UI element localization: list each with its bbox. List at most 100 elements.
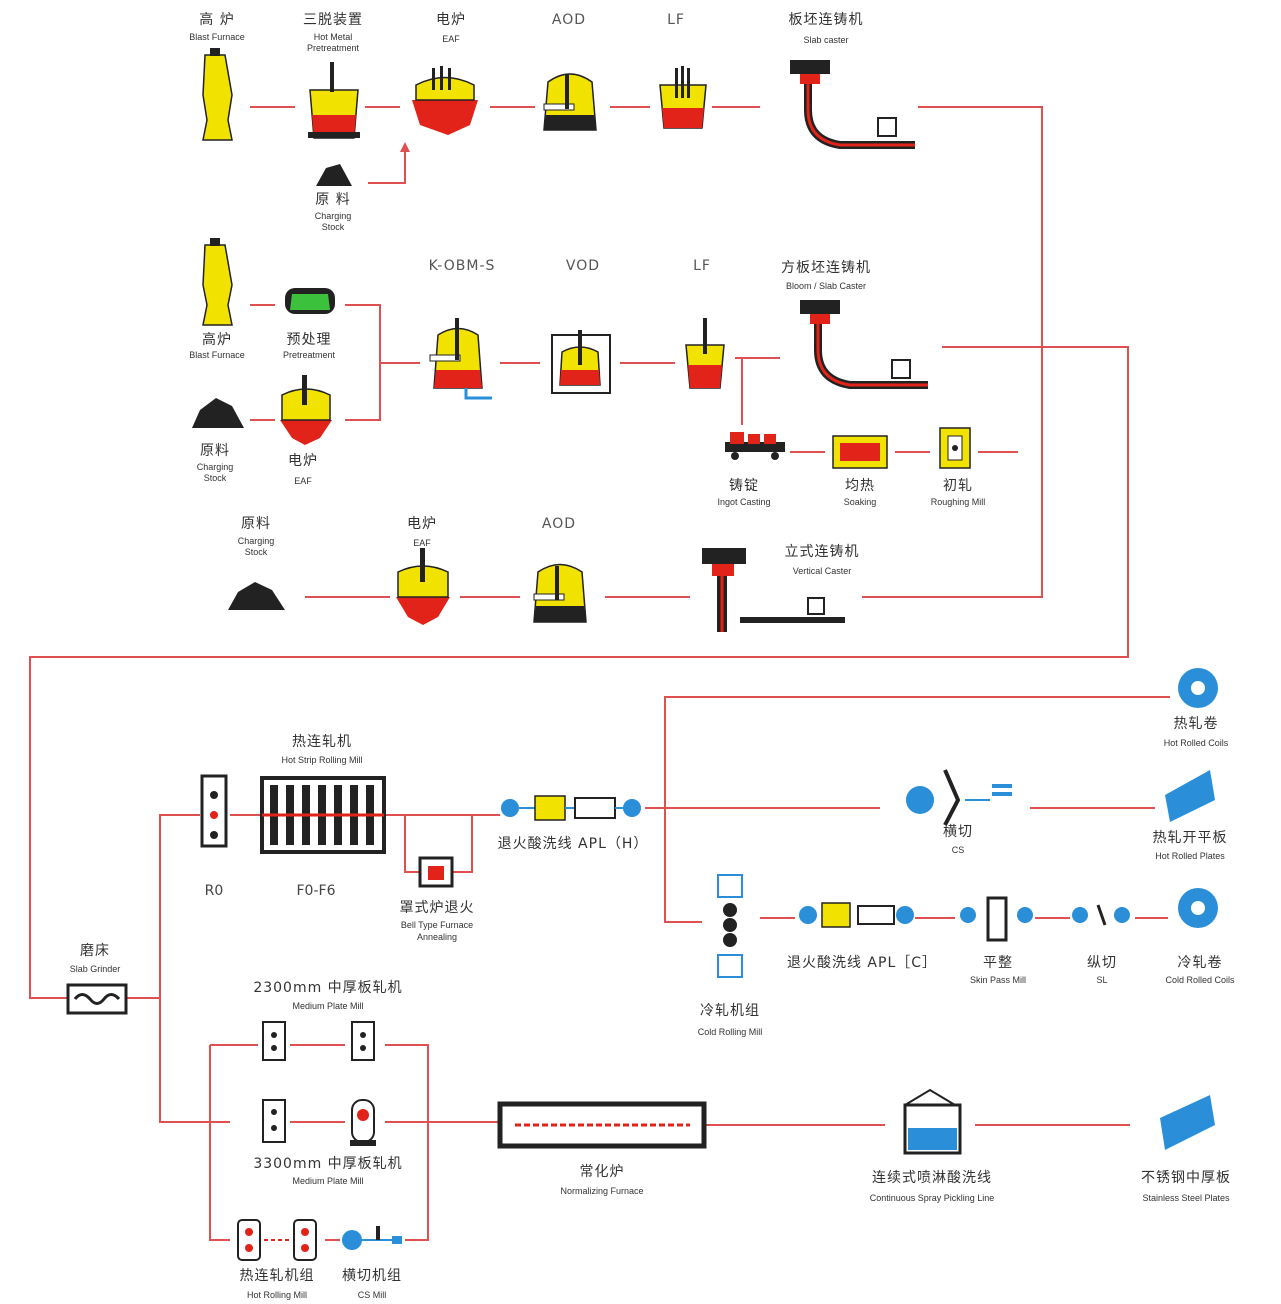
bell-furnace-en-label-2: Annealing [417,932,457,942]
plate-mill-3300-en-label: Medium Plate Mill [292,1176,363,1186]
bloom-caster-en-label: Bloom / Slab Caster [786,281,866,291]
soaking-pit-icon [832,435,888,469]
roughing-mill-en-label: Roughing Mill [931,497,986,507]
charging-stock-2-en-label-2: Stock [204,473,227,483]
vod-label: VOD [566,258,600,274]
blast-furnace-2-label: 高炉 [202,331,232,348]
hot-rolled-coils-label: 热轧卷 [1174,716,1219,732]
plate-mill-3300-stand-2-icon [350,1099,376,1146]
cut-to-length-mill-label: 横切机组 [342,1268,402,1284]
bloom-caster-label: 方板坯连铸机 [781,260,871,276]
charging-stock-3-en-label-2: Stock [245,547,268,557]
charging-stock-3-label: 原料 [241,516,271,532]
ingot-casting-label: 铸锭 [729,478,759,494]
charging-stock-icon [316,164,352,186]
slab-grinder-en-label: Slab Grinder [70,964,121,974]
slab-grinder-icon [66,983,128,1015]
hot-strip-mill-en-label: Hot Strip Rolling Mill [281,755,362,765]
hot-rolled-plates-icon [1165,770,1215,822]
eaf-label: 电炉 [436,12,466,28]
bell-furnace-en-label-1: Bell Type Furnace [401,920,473,930]
hot-metal-pretreatment-icon [308,62,360,139]
plate-mill-2300-stand-2-icon [351,1021,375,1061]
hot-rolled-plates-en-label: Hot Rolled Plates [1155,851,1225,861]
eaf-3-en-label: EAF [413,538,431,548]
hot-strip-mill-label: 热连轧机 [292,734,352,750]
spray-pickling-tank-icon [903,1088,962,1155]
vod-vessel-icon [551,330,611,394]
charging-stock-2-en-label-1: Charging [197,462,234,472]
cut-to-length-mill-icon [342,1226,402,1250]
blast-furnace-2-en-label: Blast Furnace [189,350,245,360]
cut-to-length-shear-icon [906,769,1012,826]
vertical-caster-label: 立式连铸机 [785,544,860,560]
apl-h-line-icon [501,795,641,821]
hot-rolled-coil-icon [1178,668,1218,708]
slab-caster-label: 板坯连铸机 [789,12,864,28]
stainless-plates-icon [1160,1095,1215,1150]
vertical-caster-icon [702,548,845,632]
cold-rolling-mill-label: 冷轧机组 [700,1003,760,1019]
ladle-furnace-icon [659,66,707,129]
f0-f6-label: F0-F6 [297,883,336,899]
bell-furnace-icon [418,856,454,888]
cut-to-length-mill-en-label: CS Mill [358,1290,387,1300]
hot-rolling-mill-label: 热连轧机组 [240,1268,315,1284]
pretreatment-car-icon [285,288,335,314]
stainless-plates-label: 不锈钢中厚板 [1141,1170,1231,1186]
pretreatment-en-label-1: Hot Metal [314,32,353,42]
charging-stock-label: 原 料 [315,192,350,208]
normalizing-furnace-label: 常化炉 [580,1164,625,1180]
roughing-mill-icon [939,427,971,469]
spray-pickling-en-label: Continuous Spray Pickling Line [870,1193,995,1203]
ladle-furnace-2-icon [685,318,725,389]
cut-to-length-label: 横切 [943,824,973,840]
eaf-icon [412,66,478,135]
normalizing-furnace-icon [497,1101,707,1149]
aod-label: AOD [552,12,586,28]
plate-mill-2300-stand-1-icon [262,1021,286,1061]
kobm-label: K-OBM-S [429,258,496,274]
blast-furnace-2-icon [202,238,233,326]
apl-h-label: 退火酸洗线 APL（H） [498,836,649,852]
slitting-line-icon [1072,904,1130,926]
skin-pass-mill-label: 平整 [983,955,1013,971]
soaking-en-label: Soaking [844,497,877,507]
lf-2-label: LF [693,258,711,274]
charging-stock-3-en-label-1: Charging [238,536,275,546]
hot-rolling-mill-en-label: Hot Rolling Mill [247,1290,307,1300]
f0-f6-finishing-stands-icon [260,776,386,854]
vertical-caster-en-label: Vertical Caster [793,566,852,576]
charging-stock-3-icon [228,582,285,610]
blast-furnace-label: 高 炉 [199,11,234,28]
apl-c-label: 退火酸洗线 APL［C］ [787,955,937,971]
blast-furnace-icon [202,48,233,141]
hot-rolled-coils-en-label: Hot Rolled Coils [1164,738,1229,748]
r0-roughing-stand-icon [200,774,228,848]
plate-mill-2300-label: 2300mm 中厚板轧机 [253,980,402,996]
cut-to-length-en-label: CS [952,845,965,855]
plate-mill-3300-stand-1-icon [262,1099,286,1143]
eaf-en-label: EAF [442,34,460,44]
normalizing-furnace-en-label: Normalizing Furnace [560,1186,643,1196]
lf-label: LF [667,12,685,28]
charging-stock-en-label-1: Charging [315,211,352,221]
ingot-casting-icon [725,432,785,460]
bell-furnace-label: 罩式炉退火 [400,900,475,916]
bloom-slab-caster-icon [800,300,928,389]
r0-label: R0 [205,883,224,899]
eaf-3-icon [396,548,450,625]
pretreatment-label: 三脱装置 [303,12,363,28]
cold-rolling-mill-en-label: Cold Rolling Mill [698,1027,763,1037]
spray-pickling-label: 连续式喷淋酸洗线 [872,1169,992,1186]
cold-rolled-coils-label: 冷轧卷 [1178,955,1223,971]
eaf-3-label: 电炉 [407,516,437,532]
plate-mill-3300-label: 3300mm 中厚板轧机 [253,1156,402,1172]
aod-converter-3-icon [533,563,587,623]
aod-3-label: AOD [542,516,576,532]
hot-rolled-plates-label: 热轧开平板 [1153,830,1228,846]
slitting-en-label: SL [1096,975,1107,985]
eaf-2-en-label: EAF [294,476,312,486]
flow-lines [29,106,1170,1241]
